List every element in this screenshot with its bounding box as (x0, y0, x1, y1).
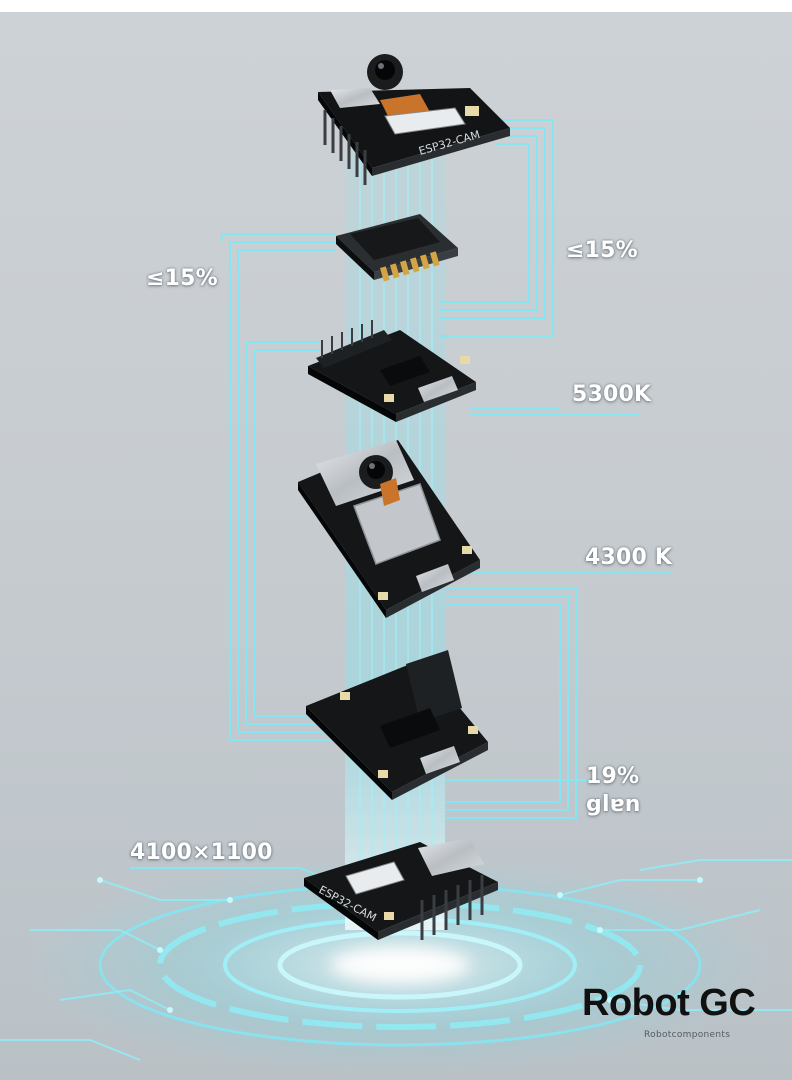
board-bottom-esp32-cam: ESP32-CAM (304, 838, 498, 940)
top-border (0, 0, 792, 12)
connection-traces (130, 119, 672, 881)
board-chip-module (336, 214, 458, 282)
spec-label-4300k: 4300 K (585, 545, 673, 570)
board-usb-shield-upper (308, 320, 476, 422)
board-esp32-cam-main (298, 440, 480, 618)
spec-label-top-left: ≤15% (146, 266, 218, 291)
brand-logo-text: Robot GC (582, 982, 756, 1024)
board-top-esp32-cam: ESP32-CAM (318, 54, 510, 185)
board-usb-shield-lower (306, 650, 488, 800)
brand-tagline: Robotcomponents (644, 1030, 731, 1040)
spec-label-5300k: 5300K (572, 382, 652, 407)
spec-label-top-right: ≤15% (566, 238, 638, 263)
spec-label-19-percent: 19% (586, 764, 640, 789)
spec-label-glan: glɐn (586, 792, 641, 817)
spec-label-resolution: 4100×1100 (130, 840, 273, 865)
